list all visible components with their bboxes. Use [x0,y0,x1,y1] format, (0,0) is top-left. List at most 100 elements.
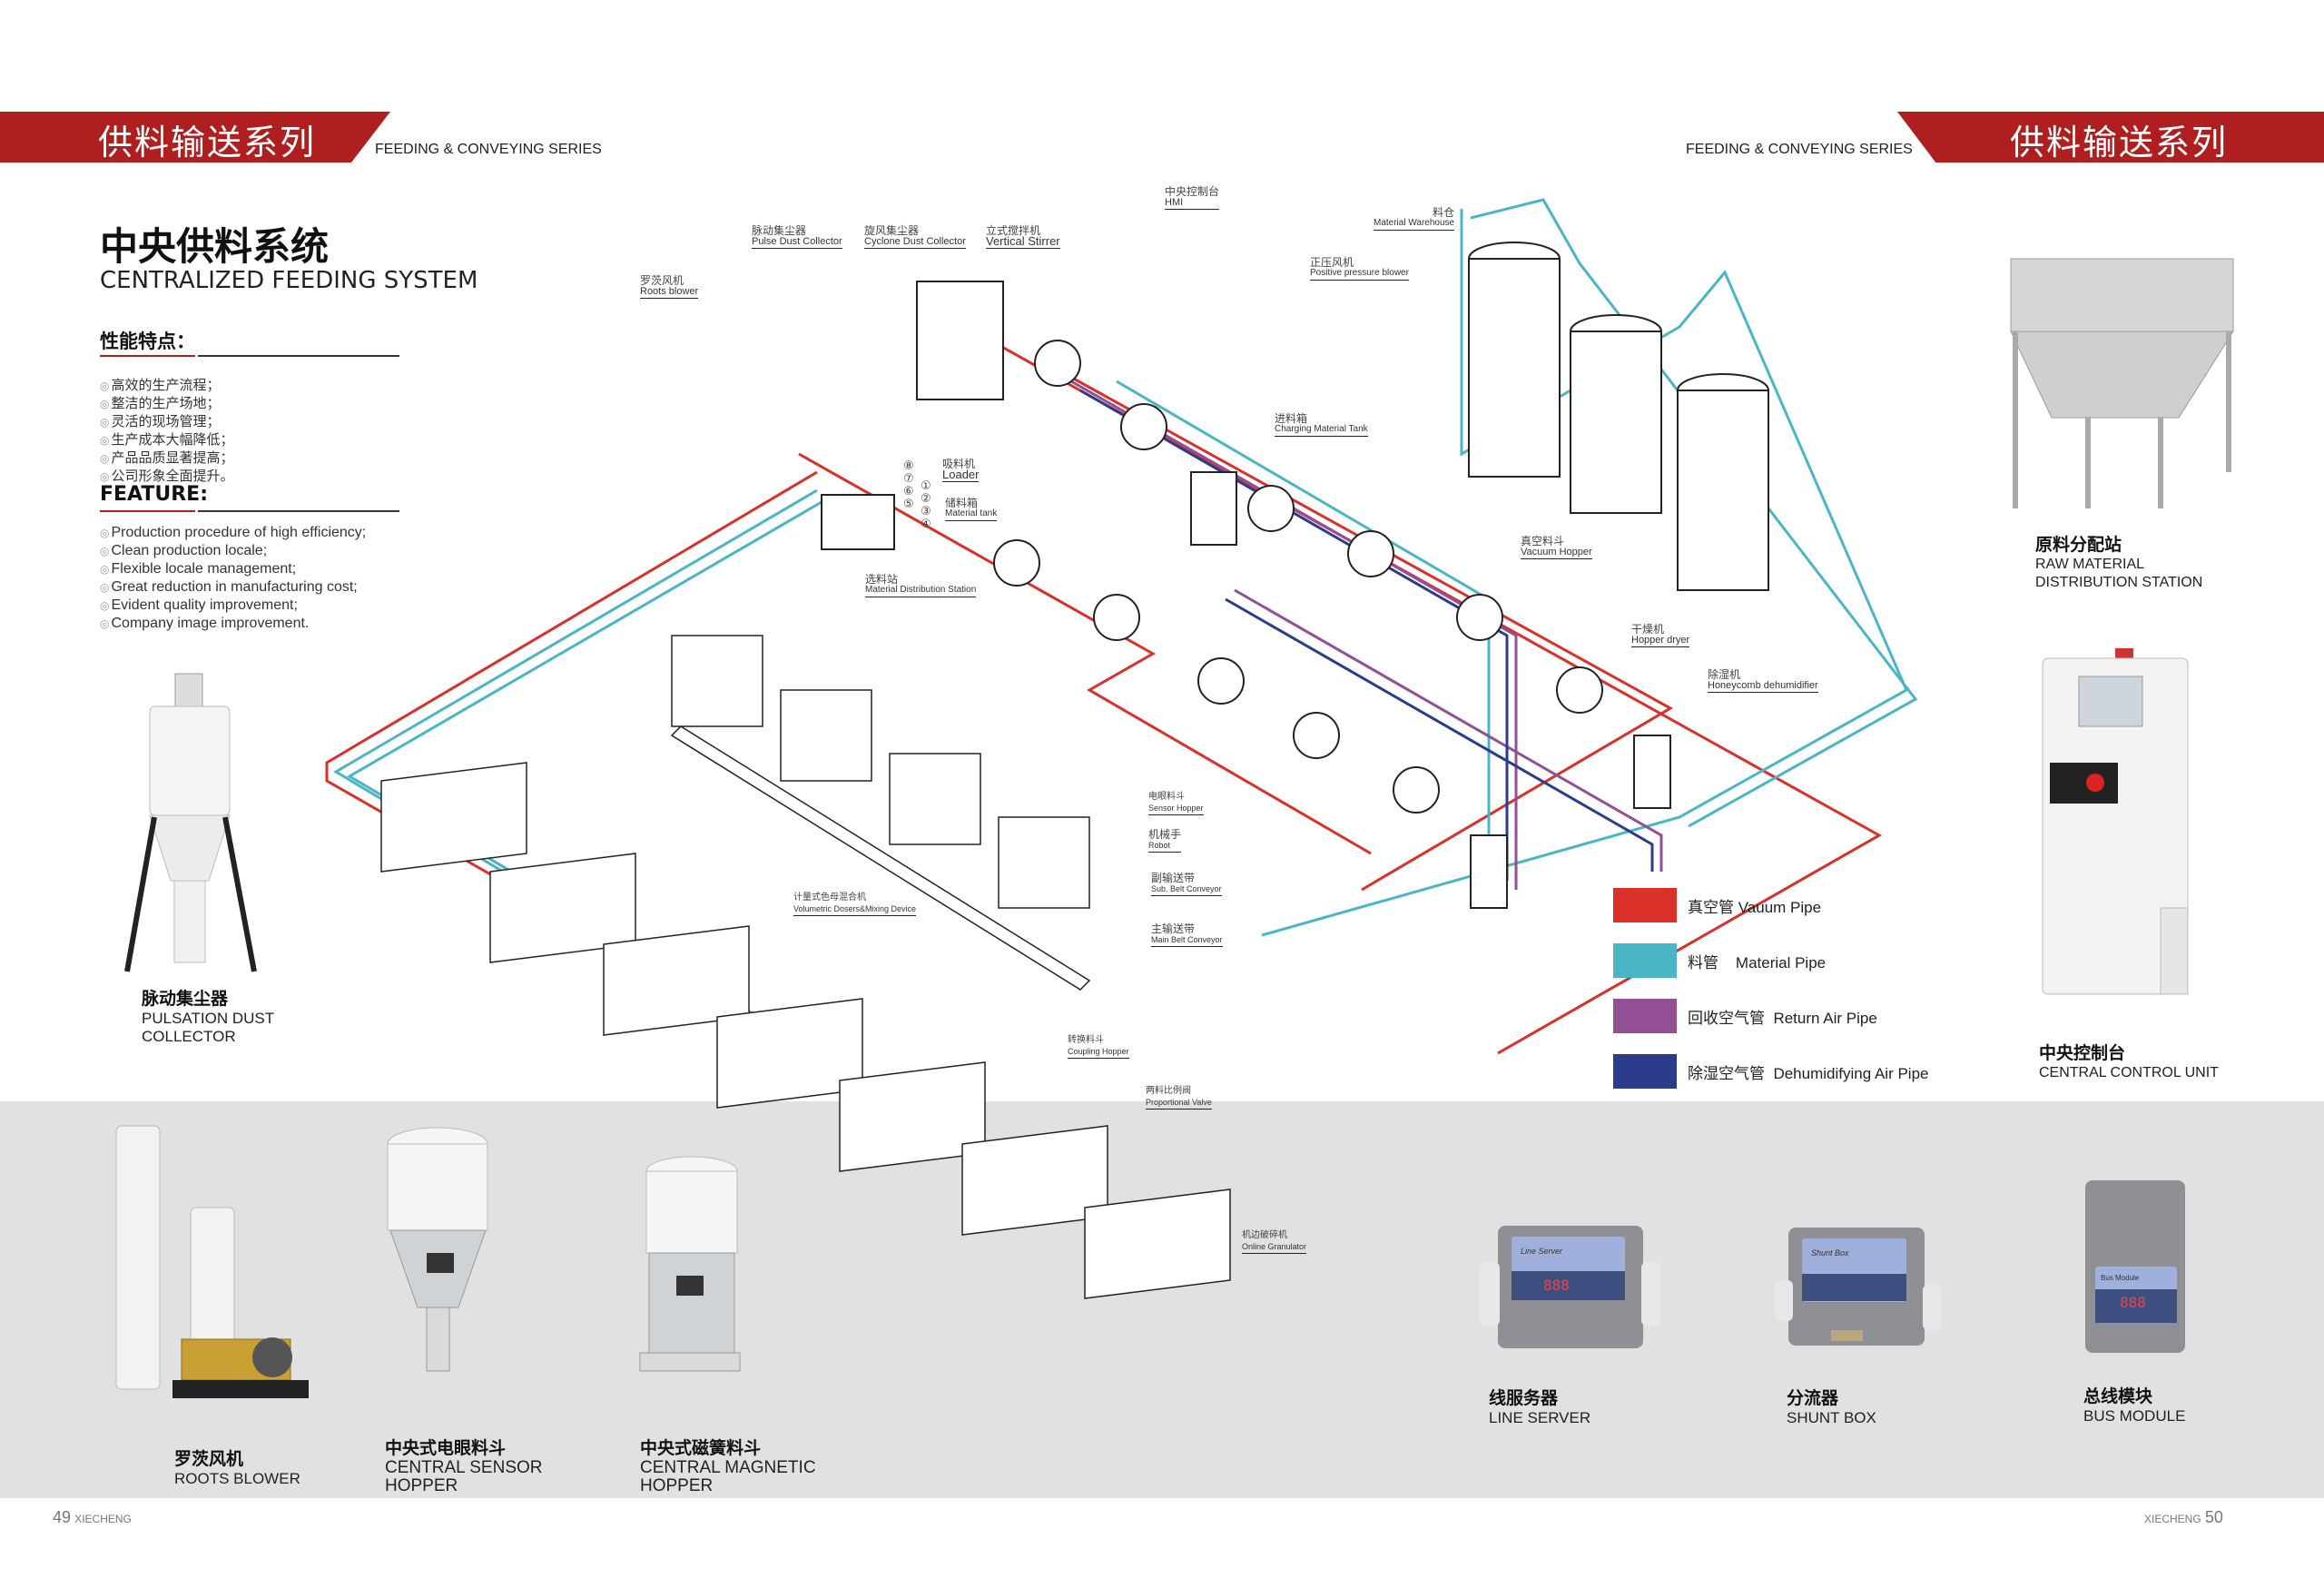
heading-rule-red [100,355,195,357]
features-en-heading: FEATURE: [100,483,209,506]
molding-machine [1084,1189,1231,1299]
product-bus-module: 总线模块 BUS MODULE [2083,1383,2185,1425]
central-sensor-hopper-image [387,1127,488,1372]
dehumidifier [1190,471,1237,546]
product-name-cn: 中央控制台 [2039,1043,2126,1063]
product-name-en: COLLECTOR [142,1028,236,1045]
legend-item-material: 料管 Material Pipe [1613,943,1928,978]
footer-left: 49 XIECHENG [53,1508,132,1527]
hopper [993,539,1040,587]
robot-cell [780,689,872,782]
molding-machine [380,762,527,873]
heading-rule-dark [198,510,399,512]
robot-cell [889,753,981,845]
station-number: ④ [921,517,931,530]
legend-label: 回收空气管 Return Air Pipe [1688,1009,1877,1027]
hopper [1247,485,1295,532]
hopper [1556,666,1603,714]
line-server-display: 888 [1543,1277,1570,1294]
product-name-cn: 脉动集尘器 [142,989,229,1009]
dehumidifying-pipe [1225,597,1654,872]
vacuum-pipe [798,452,1372,855]
product-name-cn: 总线模块 [2083,1386,2153,1406]
list-item: 生产成本大幅降低； [100,431,233,449]
bus-module-display: 888 [2120,1294,2146,1311]
features-cn-list: 高效的生产流程； 整洁的生产场地； 灵活的现场管理； 生产成本大幅降低； 产品品… [100,377,233,486]
hopper [1093,594,1140,641]
product-name-cn: 罗茨风机 [174,1449,244,1469]
product-name-en: CENTRAL SENSOR [385,1458,543,1477]
main-conveyor [670,725,1091,991]
legend-item-dehumidifying: 除湿空气管 Dehumidifying Air Pipe [1613,1054,1928,1089]
footer-right: XIECHENG 50 [2144,1508,2223,1527]
product-name-en: LINE SERVER [1489,1409,1591,1426]
vacuum-pipe [1061,370,1674,892]
legend-swatch [1613,943,1677,978]
hopper [1120,403,1167,450]
page-title: 中央供料系统 [100,224,330,269]
vertical-stirrer [916,281,1004,400]
silo [1677,390,1769,591]
hopper [1197,657,1245,705]
line-server-image [1480,1226,1661,1348]
distribution-station [821,494,895,550]
material-pipe [1261,209,1908,937]
legend-swatch [1613,888,1677,922]
series-title-right: 供料输送系列 [2010,123,2229,163]
line-server-screen-label: Line Server [1521,1247,1563,1256]
station-number: ③ [921,504,931,518]
product-name-en: ROOTS BLOWER [174,1470,300,1487]
hopper [1293,712,1340,759]
hopper [1456,594,1503,641]
raw-material-station-image [2010,258,2234,508]
shunt-box-screen-label: Shunt Box [1811,1248,1849,1258]
pulsation-dust-collector-image [124,673,257,972]
product-roots-blower: 罗茨风机 ROOTS BLOWER [174,1445,300,1488]
list-item: Company image improvement. [100,615,366,633]
product-name-en: RAW MATERIAL [2035,557,2145,572]
heading-rule-dark [198,355,399,357]
series-subtitle-right: FEEDING & CONVEYING SERIES [1686,142,1913,157]
central-control-unit-image [2042,648,2189,995]
silo [1570,330,1662,514]
product-shunt-box: 分流器 SHUNT BOX [1787,1385,1876,1427]
product-central-magnetic-hopper: 中央式磁簧料斗 CENTRAL MAGNETIC HOPPER [640,1435,816,1495]
bus-module-screen-label: Bus Module [2101,1274,2140,1282]
list-item: Clean production locale; [100,542,366,560]
pipe-legend: 真空管 Vauum Pipe 料管 Material Pipe 回收空气管 Re… [1613,888,1928,1110]
dehumidifier [1633,735,1671,809]
product-name-en: BUS MODULE [2083,1407,2186,1425]
product-line-server: 线服务器 LINE SERVER [1489,1385,1590,1427]
dehumidifier [1470,834,1508,909]
shunt-box-image [1775,1228,1941,1346]
station-number: ② [921,491,931,505]
station-number: ⑧ [903,459,914,472]
silo [1468,258,1561,478]
product-name-en: PULSATION DUST [142,1010,275,1027]
product-name-cn: 线服务器 [1489,1388,1559,1408]
legend-swatch [1613,1054,1677,1089]
features-cn-heading: 性能特点： [100,330,195,352]
return-air-pipe [1234,588,1663,872]
station-number: ⑤ [903,497,914,510]
legend-swatch [1613,999,1677,1033]
station-numbers-right: ① ② ③ ④ [921,479,931,530]
product-name-en: CENTRAL MAGNETIC [640,1458,816,1477]
list-item: Evident quality improvement; [100,597,366,615]
product-name-cn: 中央式磁簧料斗 [640,1438,762,1458]
hopper [1347,530,1394,577]
legend-label: 真空管 Vauum Pipe [1688,898,1822,916]
page-number: 49 [53,1508,72,1526]
page-subtitle: CENTRALIZED FEEDING SYSTEM [100,267,478,294]
